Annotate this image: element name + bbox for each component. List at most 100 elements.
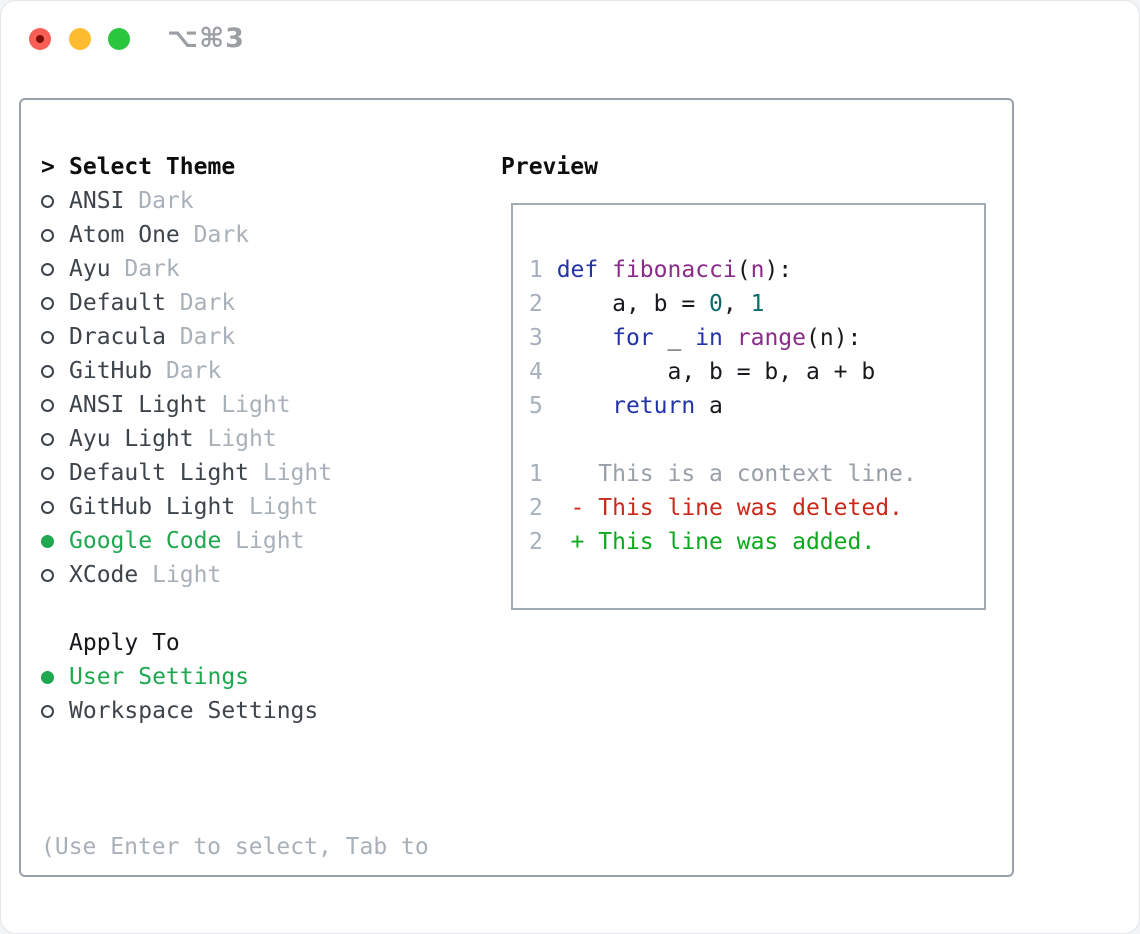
radio-icon bbox=[41, 568, 54, 582]
bullet-slot bbox=[41, 670, 69, 684]
theme-option-label: Atom One bbox=[69, 222, 180, 248]
line-number: 3 bbox=[529, 325, 557, 351]
code-token: ( bbox=[736, 257, 751, 283]
bullet-slot bbox=[41, 296, 69, 310]
radio-icon bbox=[41, 398, 54, 412]
theme-option-label: Default bbox=[69, 290, 166, 316]
bullet-slot bbox=[41, 330, 69, 344]
radio-icon bbox=[41, 194, 54, 208]
radio-icon bbox=[41, 330, 54, 344]
code-token: - This line was deleted. bbox=[556, 495, 903, 521]
preview-title: Preview bbox=[501, 154, 598, 180]
theme-variant-label: Light bbox=[207, 392, 291, 418]
code-line: 2 a, b = 0, 1 bbox=[529, 287, 984, 321]
unsaved-dot-icon bbox=[36, 35, 44, 43]
theme-variant-label: Dark bbox=[110, 256, 180, 282]
apply-to-option[interactable]: Workspace Settings bbox=[41, 694, 429, 728]
theme-option[interactable]: Dracula Dark bbox=[41, 320, 429, 354]
theme-option-label: Default Light bbox=[69, 460, 250, 486]
help-hint: (Use Enter to select, Tab to change focu… bbox=[41, 762, 429, 933]
code-token bbox=[557, 325, 612, 351]
code-token: ): bbox=[764, 257, 793, 283]
bullet-slot bbox=[41, 500, 69, 514]
radio-icon bbox=[41, 704, 54, 718]
theme-option-label: Ayu Light bbox=[69, 426, 194, 452]
theme-option-label: ANSI bbox=[69, 188, 125, 214]
theme-option[interactable]: Atom One Dark bbox=[41, 218, 429, 252]
code-token: in bbox=[695, 325, 723, 351]
theme-option[interactable]: ANSI Dark bbox=[41, 184, 429, 218]
minimize-button[interactable] bbox=[69, 28, 91, 50]
code-line: 2 + This line was added. bbox=[529, 525, 984, 559]
theme-variant-label: Dark bbox=[124, 188, 194, 214]
spacer bbox=[41, 728, 429, 762]
code-token: 1 bbox=[750, 291, 765, 317]
code-token: return bbox=[612, 393, 696, 419]
radio-icon bbox=[41, 262, 54, 276]
line-number: 5 bbox=[529, 393, 557, 419]
radio-icon bbox=[41, 364, 54, 378]
code-token: + This line was added. bbox=[556, 529, 876, 555]
code-token: , bbox=[722, 291, 751, 317]
code-token: _ bbox=[653, 325, 696, 351]
radio-icon bbox=[41, 500, 54, 514]
theme-option[interactable]: Default Dark bbox=[41, 286, 429, 320]
theme-option[interactable]: Default Light Light bbox=[41, 456, 429, 490]
theme-option-label: GitHub Light bbox=[69, 494, 236, 520]
theme-option[interactable]: Ayu Dark bbox=[41, 252, 429, 286]
theme-option[interactable]: XCode Light bbox=[41, 558, 429, 592]
bullet-slot bbox=[41, 704, 69, 718]
maximize-button[interactable] bbox=[108, 28, 130, 50]
bullet-slot bbox=[41, 432, 69, 446]
theme-option[interactable]: Google Code Light bbox=[41, 524, 429, 558]
radio-selected-icon bbox=[41, 534, 54, 548]
code-token: This is a context line. bbox=[556, 461, 917, 487]
theme-variant-label: Light bbox=[193, 426, 277, 452]
radio-icon bbox=[41, 466, 54, 480]
code-line bbox=[529, 423, 984, 457]
radio-selected-icon bbox=[41, 670, 54, 684]
theme-option-label: GitHub bbox=[69, 358, 153, 384]
code-line: 4 a, b = b, a + b bbox=[529, 355, 984, 389]
theme-option[interactable]: GitHub Dark bbox=[41, 354, 429, 388]
theme-option[interactable]: GitHub Light Light bbox=[41, 490, 429, 524]
theme-variant-label: Light bbox=[221, 528, 305, 554]
apply-to-option-label: User Settings bbox=[69, 664, 250, 690]
apply-to-option-label: Workspace Settings bbox=[69, 698, 319, 724]
code-token bbox=[723, 325, 737, 351]
apply-to-option[interactable]: User Settings bbox=[41, 660, 429, 694]
code-token: a bbox=[695, 393, 723, 419]
bullet-slot bbox=[41, 466, 69, 480]
apply-to-title: Apply To bbox=[69, 630, 180, 656]
theme-variant-label: Light bbox=[235, 494, 319, 520]
preview-column: Preview 1 def fibonacci(n):2 a, b = 0, 1… bbox=[501, 150, 986, 610]
theme-option-label: Ayu bbox=[69, 256, 111, 282]
line-number: 2 bbox=[529, 529, 557, 555]
code-line: 3 for _ in range(n): bbox=[529, 321, 984, 355]
code-token bbox=[557, 393, 612, 419]
line-number: 2 bbox=[529, 495, 557, 521]
code-line: 1 This is a context line. bbox=[529, 457, 984, 491]
titlebar: ⌥⌘3 bbox=[1, 1, 1139, 77]
bullet-slot bbox=[41, 398, 69, 412]
theme-variant-label: Dark bbox=[152, 358, 222, 384]
apply-to-header: Apply To bbox=[41, 626, 429, 660]
line-number: 2 bbox=[529, 291, 557, 317]
code-token: n bbox=[750, 257, 765, 283]
code-line: 5 return a bbox=[529, 389, 984, 423]
theme-variant-label: Light bbox=[249, 460, 333, 486]
code-token: def bbox=[556, 257, 599, 283]
theme-option[interactable]: ANSI Light Light bbox=[41, 388, 429, 422]
cursor-icon: > bbox=[41, 154, 55, 180]
code-token: (n): bbox=[806, 325, 862, 351]
close-button[interactable] bbox=[29, 28, 51, 50]
radio-icon bbox=[41, 228, 54, 242]
theme-option[interactable]: Ayu Light Light bbox=[41, 422, 429, 456]
code-line: 1 def fibonacci(n): bbox=[529, 253, 984, 287]
bullet-slot bbox=[41, 228, 69, 242]
select-theme-title: Select Theme bbox=[69, 154, 236, 180]
bullet-slot bbox=[41, 262, 69, 276]
